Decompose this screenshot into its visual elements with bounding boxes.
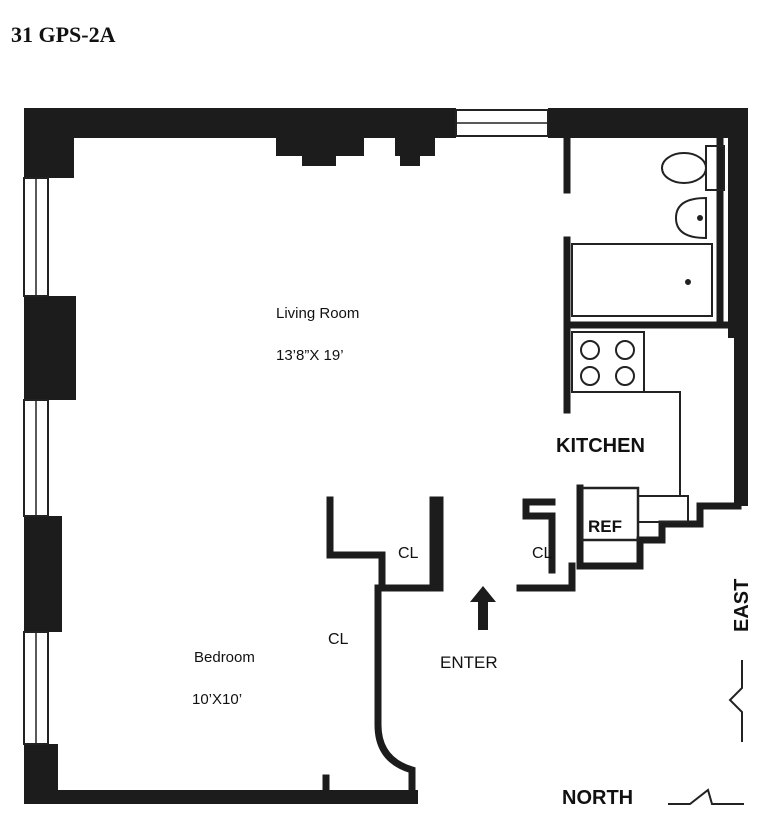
column-2 (302, 136, 336, 166)
corner-pier (24, 108, 74, 178)
toilet-bowl (661, 152, 707, 184)
east-arrow (728, 660, 743, 742)
ref-label: REF (588, 517, 622, 536)
right-wall-upper (728, 108, 748, 338)
plan-title: 31 GPS-2A (11, 22, 116, 47)
column-1 (276, 136, 308, 156)
left-pier-2 (24, 516, 62, 632)
kitchen-fixtures (571, 331, 689, 542)
exterior-walls (24, 108, 748, 804)
top-wall-right (548, 108, 748, 138)
left-pier-1 (24, 296, 76, 400)
column-3 (334, 136, 364, 156)
living-room-name: Living Room (276, 305, 359, 322)
closet-label-2: CL (532, 545, 553, 562)
closet-label-1: CL (398, 545, 419, 562)
counter-end (637, 495, 689, 523)
stove (571, 331, 645, 393)
sink (674, 196, 707, 240)
kitchen-label: KITCHEN (556, 435, 645, 457)
bathtub (571, 243, 713, 317)
enter-label: ENTER (440, 653, 498, 672)
north-arrow (668, 788, 744, 805)
right-wall-lower (734, 336, 748, 506)
east-label: EAST (731, 579, 753, 632)
top-wall-left (24, 108, 456, 138)
living-room-size: 13’8”X 19’ (276, 347, 344, 364)
bedroom-name: Bedroom (194, 649, 255, 666)
entry-arrow (470, 586, 496, 630)
bottom-wall (24, 790, 418, 804)
column-5 (400, 136, 420, 166)
north-label: NORTH (562, 787, 633, 809)
bath-fixtures (571, 145, 725, 317)
closet-label-3: CL (328, 631, 349, 648)
bedroom-size: 10’X10’ (192, 691, 242, 708)
interior-walls (322, 134, 742, 804)
